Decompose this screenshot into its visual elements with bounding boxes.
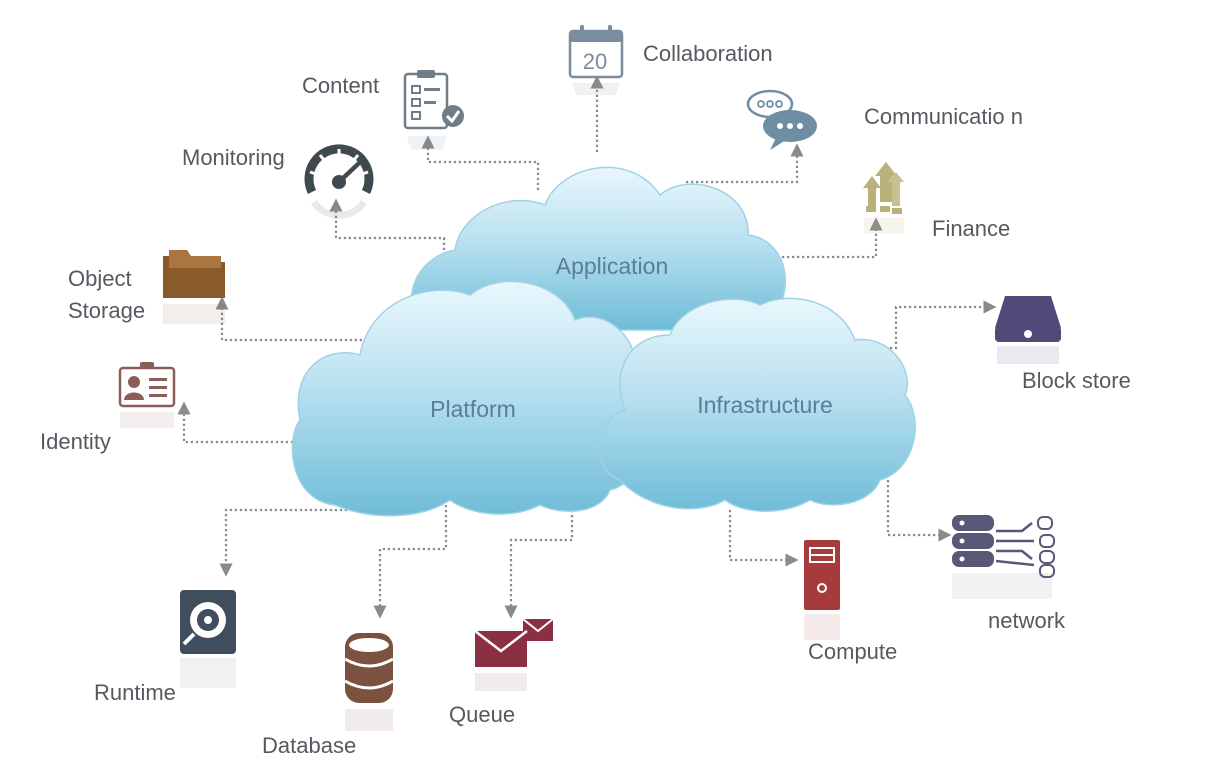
connector-compute [728, 510, 799, 567]
infrastructure-cloud-label: Infrastructure [697, 392, 833, 418]
checklist-icon [403, 70, 464, 150]
platform-cloud-label: Platform [430, 396, 516, 422]
finance-label: Finance [932, 216, 1011, 241]
database-label: Database [262, 733, 357, 758]
infrastructure-cloud: Infrastructure [599, 297, 916, 512]
connectors [177, 75, 997, 619]
object-storage-label: Object Storage [68, 266, 146, 323]
connector-content [421, 135, 540, 190]
queue-label: Queue [449, 702, 516, 727]
connector-monitoring [329, 198, 446, 250]
content-label: Content [302, 73, 380, 98]
connector-object-storage [215, 296, 372, 342]
connector-database [373, 505, 448, 619]
connector-network [886, 480, 952, 542]
communication-label: Communicatio n [864, 104, 1023, 129]
connector-runtime [219, 508, 357, 577]
connector-identity [177, 401, 298, 444]
connector-communication [686, 143, 804, 184]
platform-cloud: Platform [291, 280, 651, 517]
calendar-day: 20 [583, 49, 607, 74]
identity-label: Identity [40, 429, 111, 454]
server-tower-icon [804, 540, 840, 640]
gauge-icon [304, 144, 374, 219]
growth-arrows-icon [863, 162, 904, 234]
database-icon [344, 633, 394, 731]
chat-bubbles-icon [746, 89, 817, 150]
disc-icon [180, 590, 236, 688]
connector-queue [504, 510, 574, 619]
block-store-label: Block store [1022, 368, 1131, 393]
id-card-icon [118, 362, 176, 428]
folder-icon [163, 250, 225, 324]
monitoring-label: Monitoring [182, 145, 285, 170]
envelopes-icon [474, 618, 554, 691]
connector-finance [772, 217, 883, 259]
network-label: network [988, 608, 1066, 633]
compute-label: Compute [808, 639, 898, 664]
collaboration-label: Collaboration [643, 41, 773, 66]
connector-block-store [860, 300, 997, 350]
calendar-icon: 20 [568, 25, 624, 95]
runtime-label: Runtime [94, 680, 176, 705]
application-cloud-label: Application [556, 253, 669, 279]
network-servers-icon [952, 515, 1055, 599]
hard-drive-icon [995, 296, 1061, 364]
